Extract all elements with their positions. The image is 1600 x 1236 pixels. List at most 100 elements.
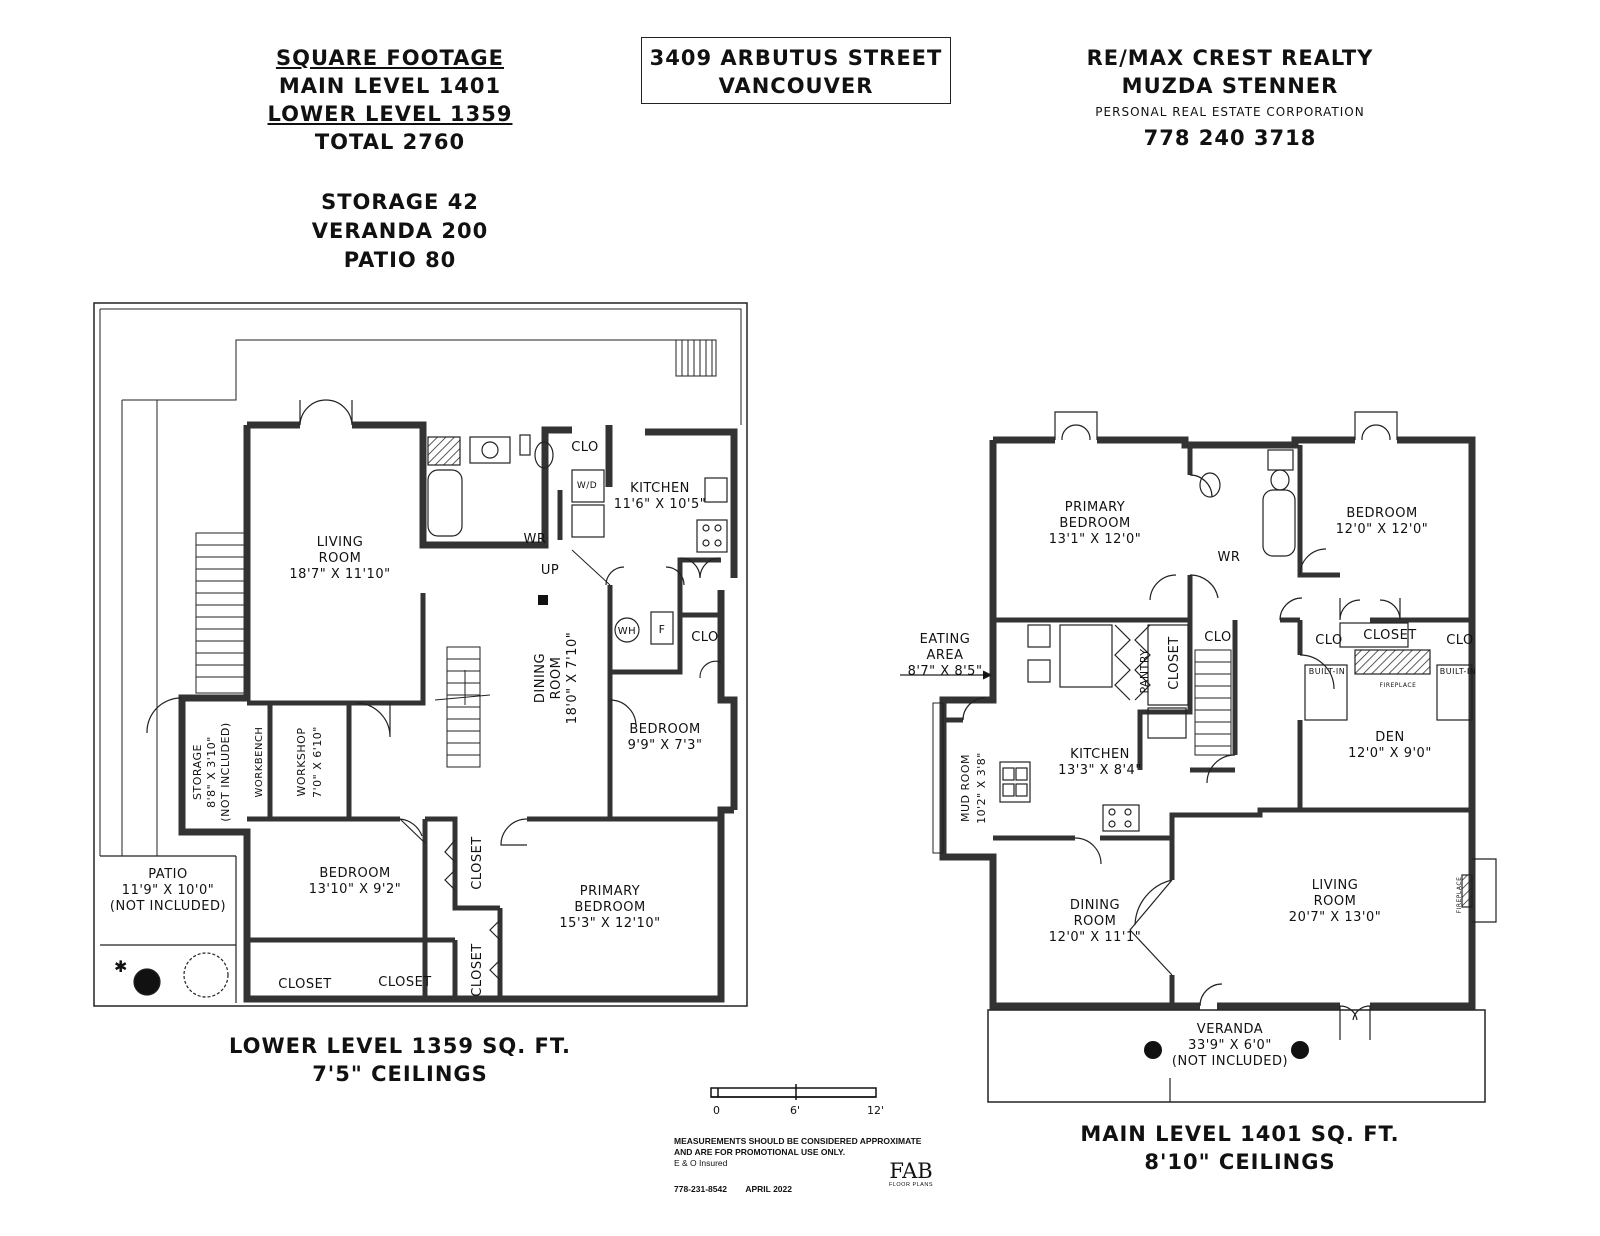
main-pantry-label: PANTRY [1138,648,1151,694]
veranda-note: (NOT INCLUDED) [1171,1054,1289,1069]
main-kitchen-name: KITCHEN [1070,747,1130,762]
main-fireplace-living: FIREPLACE [1456,876,1463,914]
main-clo-mid: CLO [1204,630,1232,645]
main-veranda-outline [987,1009,1486,1103]
mud-room-dim: 10'2" X 3'8" [975,752,988,824]
sqft-patio: PATIO 80 [343,248,457,272]
lower-workshop-dim: 7'0" X 6'10" [311,726,324,798]
lower-left-stairs [195,532,245,694]
main-builtin-right: BUILT-IN [1439,667,1477,676]
square-footage-block: SQUARE FOOTAGE MAIN LEVEL 1401 LOWER LEV… [250,44,530,156]
lower-up-label: UP [540,563,560,578]
lower-kitchen-label: KITCHEN 11'6" X 10'5" [600,481,720,513]
sqft-main-level: MAIN LEVEL 1401 [278,74,502,98]
lower-dining-room-dim: 18'0" X 7'10" [565,631,580,725]
main-clo-right: CLO [1446,633,1474,648]
lower-level-caption-area: LOWER LEVEL 1359 SQ. FT. [229,1034,571,1058]
lower-bedroom-small-label: BEDROOM 9'9" X 7'3" [610,722,720,754]
lower-storage-dim: 8'8" X 3'10" [205,736,218,808]
patio-name: PATIO [148,867,188,882]
fab-logo-sub: FLOOR PLANS [888,1182,933,1188]
patio-dim: 11'9" X 10'0" [121,883,215,898]
lower-post [538,595,548,605]
main-den-name: DEN [1375,730,1405,745]
lower-lot-outline [93,302,748,1007]
main-bedroom-label: BEDROOM 12'0" X 12'0" [1322,506,1442,538]
mud-room-name: MUD ROOM [959,754,972,822]
main-living-room-name: LIVING ROOM [1311,878,1359,909]
main-level-caption: MAIN LEVEL 1401 SQ. FT. 8'10" CEILINGS [1030,1120,1450,1176]
realtor-agent: MUZDA STENNER [1121,74,1339,98]
main-fixtures [999,449,1473,832]
lower-bedroom-dim: 13'10" X 9'2" [308,882,402,897]
scale-bar [710,1084,877,1100]
main-bedroom-dim: 12'0" X 12'0" [1335,522,1429,537]
disclaimer-line3: E & O Insured [674,1158,728,1168]
lower-workbench-label: WORKBENCH [254,726,265,798]
main-bedroom-name: BEDROOM [1346,506,1418,521]
realtor-block: RE/MAX CREST REALTY MUZDA STENNER PERSON… [1030,44,1430,152]
realtor-phone: 778 240 3718 [1143,126,1317,150]
main-level-caption-area: MAIN LEVEL 1401 SQ. FT. [1080,1122,1400,1146]
lower-interior-walls [247,490,721,999]
address-box: 3409 ARBUTUS STREET VANCOUVER [641,37,951,104]
lower-bath-fixtures [427,434,728,645]
address-line2: VANCOUVER [718,74,874,98]
sqft-storage: STORAGE 42 [321,190,479,214]
eating-area-name: EATING AREA [919,632,971,663]
sqft-total: TOTAL 2760 [314,130,466,154]
disclaimer-contact-line: 778-231-8542 APRIL 2022 [674,1184,874,1195]
lower-dining-room-label: DINING ROOM 18'0" X 7'10" [533,623,581,733]
lower-living-room-label: LIVING ROOM 18'7" X 11'10" [275,535,405,583]
main-primary-bedroom-label: PRIMARY BEDROOM 13'1" X 12'0" [1030,500,1160,548]
disclaimer-block: MEASUREMENTS SHOULD BE CONSIDERED APPROX… [674,1136,954,1169]
main-builtin-left: BUILT-IN [1308,667,1346,676]
lower-bedroom-label: BEDROOM 13'10" X 9'2" [290,866,420,898]
patio-items: ✱ [100,855,237,1003]
main-kitchen-label: KITCHEN 13'3" X 8'4" [1045,747,1155,779]
main-living-room-label: LIVING ROOM 20'7" X 13'0" [1265,878,1405,926]
sqft-title: SQUARE FOOTAGE [275,46,505,70]
eating-area-dim: 8'7" X 8'5" [907,664,983,679]
sqft-lower-level: LOWER LEVEL 1359 [267,102,513,126]
disclaimer-line2: AND ARE FOR PROMOTIONAL USE ONLY. [674,1147,846,1157]
main-kitchen-dim: 13'3" X 8'4" [1058,763,1142,778]
lower-primary-bedroom-label: PRIMARY BEDROOM 15'3" X 12'10" [545,884,675,932]
patio-label: PATIO 11'9" X 10'0" (NOT INCLUDED) [100,867,236,915]
disclaimer-contact: 778-231-8542 [674,1184,727,1194]
lower-workshop-name: WORKSHOP [295,727,308,797]
address-line1: 3409 ARBUTUS STREET [649,46,943,70]
veranda-name: VERANDA [1196,1022,1264,1037]
lower-closet-h2: CLOSET [378,975,432,990]
main-primary-bedroom-dim: 13'1" X 12'0" [1048,532,1142,547]
main-level-plan [900,411,1497,1103]
lower-f-label: F [658,623,666,636]
lower-storage-note: (NOT INCLUDED) [219,722,232,822]
lower-primary-bedroom-name: PRIMARY BEDROOM [574,884,646,915]
lower-exterior-stairs [675,339,717,377]
scale-tick-12: 12' [867,1104,885,1117]
lower-dining-room-name: DINING ROOM [533,652,564,704]
extras-block: STORAGE 42 VERANDA 200 PATIO 80 [260,188,540,275]
svg-text:✱: ✱ [114,957,127,976]
lower-workshop-label: WORKSHOP 7'0" X 6'10" [294,712,326,812]
disclaimer-date: APRIL 2022 [745,1184,792,1194]
lower-bedroom-small-dim: 9'9" X 7'3" [627,738,703,753]
lower-living-room-dim: 18'7" X 11'10" [289,567,391,582]
main-closet-top: CLOSET [1363,628,1417,643]
lower-interior-stairs [434,646,491,768]
lower-kitchen-dim: 11'6" X 10'5" [613,497,707,512]
lower-level-caption-ceilings: 7'5" CEILINGS [312,1062,488,1086]
lower-exterior-walls [178,421,738,1003]
main-closet-vertical: CLOSET [1167,636,1182,690]
lower-living-room-name: LIVING ROOM [316,535,364,566]
main-exterior-walls [939,436,1476,1010]
main-doors [900,474,1401,1102]
lower-primary-bedroom-dim: 15'3" X 12'10" [559,916,661,931]
lower-bedroom-small-name: BEDROOM [629,722,701,737]
lower-closet-v2: CLOSET [470,943,485,997]
lower-bedroom-name: BEDROOM [319,866,391,881]
main-living-room-dim: 20'7" X 13'0" [1288,910,1382,925]
veranda-label: VERANDA 33'9" X 6'0" (NOT INCLUDED) [1160,1022,1300,1070]
